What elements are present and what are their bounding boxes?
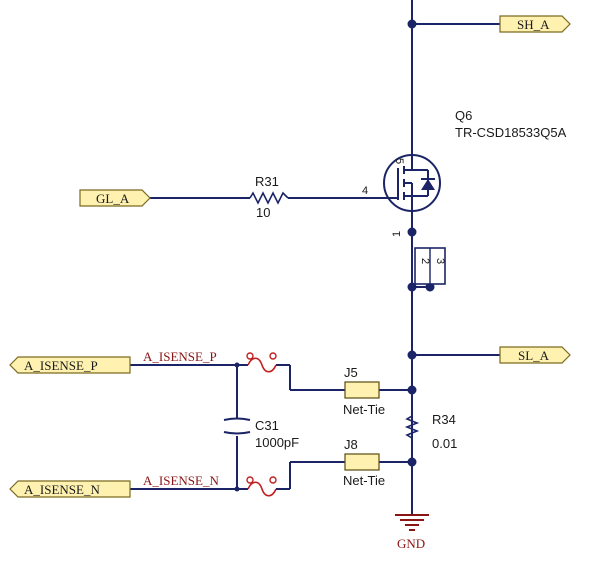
net-tie-box [344,381,380,399]
junction-dot [407,350,417,360]
port-sl-a[interactable]: SL_A [499,346,571,364]
c31-ref: C31 [255,418,279,433]
net-label-isense-p: A_ISENSE_P [143,349,217,364]
port-label: GL_A [96,191,130,206]
port-label: SL_A [518,348,550,363]
q6-ref: Q6 [455,108,472,123]
net-tie-symbol-p [246,352,277,373]
r31-value: 10 [256,205,270,220]
wires [130,0,500,515]
port-isense-p[interactable]: A_ISENSE_P [9,356,131,374]
cap-plate-bottom [223,431,251,435]
j5-net-tie[interactable]: J5 Net-Tie [343,365,385,417]
net-tie-icon [247,357,277,373]
q6-pin23-block: 2 3 [414,247,446,285]
net-tie-icon [269,352,277,360]
net-label-isense-n: A_ISENSE_N [143,473,219,488]
junction-dot [234,362,240,368]
port-isense-n[interactable]: A_ISENSE_N [9,480,131,498]
r34-resistor[interactable]: R34 0.01 [404,412,457,451]
net-tie-icon [247,481,277,497]
port-sh-a[interactable]: SH_A [499,15,571,33]
net-tie-icon [246,352,254,360]
q6-mosfet[interactable]: 5 4 1 Q6 TR-CSD18533Q5A [362,108,567,237]
j8-value: Net-Tie [343,473,385,488]
j5-value: Net-Tie [343,402,385,417]
port-flag [79,189,151,207]
port-flag [9,356,131,374]
port-flag [499,346,571,364]
junction-dot [407,227,417,237]
junction-dot [407,457,417,467]
j5-ref: J5 [344,365,358,380]
junction-dot [407,19,417,29]
gnd-label: GND [397,536,425,551]
port-label: A_ISENSE_P [24,358,98,373]
q6-pin-2: 2 [419,258,431,264]
port-gl-a[interactable]: GL_A [79,189,151,207]
q6-value: TR-CSD18533Q5A [455,125,567,140]
c31-capacitor[interactable]: C31 1000pF [223,417,299,450]
net-tie-icon [269,476,277,484]
cap-plate-top [223,417,251,421]
r34-ref: R34 [432,412,456,427]
junction-dot [407,385,417,395]
port-label: SH_A [517,17,550,32]
q6-pin-1: 1 [391,231,403,237]
resistor-zigzag [249,191,289,205]
j8-net-tie[interactable]: J8 Net-Tie [343,437,385,488]
c31-value: 1000pF [255,435,299,450]
q6-pin-gate: 4 [362,185,368,197]
q6-pin-5: 5 [393,158,405,164]
j8-ref: J8 [344,437,358,452]
net-tie-box [344,453,380,471]
r31-ref: R31 [255,174,279,189]
port-label: A_ISENSE_N [24,482,100,497]
r31-resistor[interactable]: R31 10 [249,174,289,220]
q6-pin-3: 3 [434,258,446,264]
port-flag [499,15,571,33]
r34-value: 0.01 [432,436,457,451]
junction-dot [234,486,240,492]
net-tie-icon [246,476,254,484]
gnd-symbol: GND [395,514,429,551]
net-tie-symbol-n [246,476,277,497]
body-diode-icon [421,179,435,190]
resistor-zigzag [404,415,420,439]
port-flag [9,480,131,498]
